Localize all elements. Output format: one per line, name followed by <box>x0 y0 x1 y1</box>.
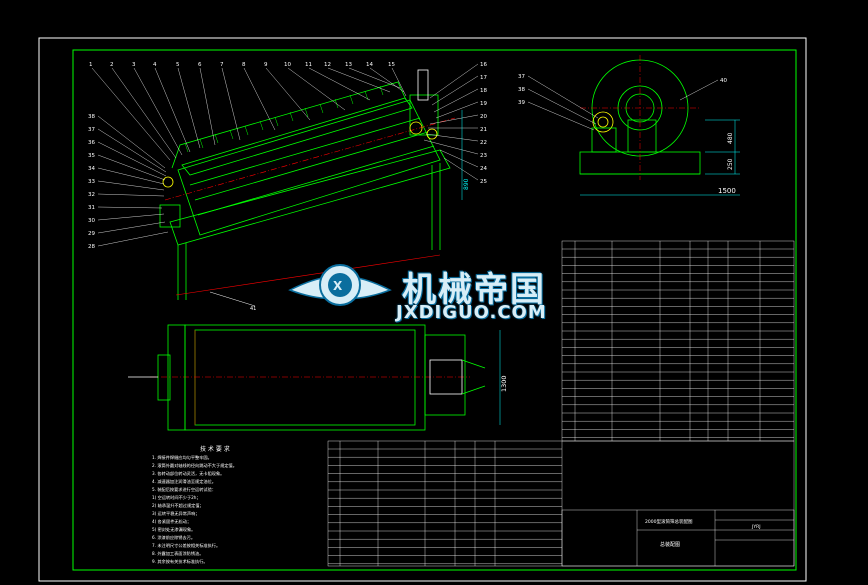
part-label: 15 <box>388 62 395 68</box>
part-label: 35 <box>88 153 95 159</box>
note-line: 2. 滚筒外圆对轴线的径向跳动不大于规定值。 <box>152 463 237 468</box>
note-line: 2) 轴承温升不超过规定值； <box>152 503 204 508</box>
title-block-label: 总装配图 <box>660 541 680 548</box>
part-label: 3 <box>132 62 136 68</box>
part-label: 33 <box>88 179 95 185</box>
part-label: 24 <box>480 166 487 172</box>
parts-list-table <box>561 240 795 442</box>
svg-text:890: 890 <box>463 178 470 190</box>
part-label: 14 <box>366 62 373 68</box>
part-label: 36 <box>88 140 95 146</box>
part-label: 2 <box>110 62 114 68</box>
title-block <box>561 509 795 567</box>
part-label: 11 <box>305 62 312 68</box>
left-part-labels: 38 37 36 35 34 33 32 31 30 29 28 <box>88 114 95 250</box>
leader-lines <box>91 63 479 247</box>
title-block-code: JYRJ <box>751 524 761 530</box>
part-label: 32 <box>88 192 95 198</box>
right-part-labels: 16 17 18 19 20 21 22 23 24 25 <box>480 62 487 185</box>
part-label: 5 <box>176 62 180 68</box>
part-label: 16 <box>480 62 487 68</box>
outer-frame <box>38 37 807 582</box>
note-line: 4. 减速器加注润滑油至规定油位。 <box>152 479 216 484</box>
part-label: 18 <box>480 88 487 94</box>
watermark-brand-cn: 机械帝国 <box>402 270 546 310</box>
svg-text:1300: 1300 <box>500 375 508 392</box>
dim-plan-width: 1300 <box>499 330 508 425</box>
watermark-brand-en: JXDIGUO.COM <box>396 302 547 323</box>
note-line: 5. 装配后按要求进行空运转试验： <box>152 487 216 492</box>
note-line: 8. 外露加工表面涂防锈油。 <box>152 551 204 556</box>
part-label: 25 <box>480 179 487 185</box>
part-label: 4 <box>153 62 157 68</box>
part-label: 20 <box>480 114 487 120</box>
part-label: 6 <box>198 62 202 68</box>
inner-frame <box>72 49 797 571</box>
part-label: 1 <box>89 62 93 68</box>
part-label: 22 <box>480 140 487 146</box>
part-label: 28 <box>88 244 95 250</box>
dim-end-view-h1: 480 <box>727 132 734 144</box>
end-view-labels: 37 38 39 40 <box>518 74 727 106</box>
part-label: 40 <box>720 78 727 84</box>
dim-end-view-h2: 250 <box>727 158 734 170</box>
plan-view <box>128 324 486 431</box>
part-label: 17 <box>480 75 487 81</box>
watermark-logo-icon: X <box>288 264 392 306</box>
part-label: 7 <box>220 62 224 68</box>
dim-end-view-width: 1500 <box>718 187 736 195</box>
end-view <box>579 55 701 180</box>
technical-notes-title: 技 术 要 求 <box>200 446 230 453</box>
bottom-parts-table <box>327 440 795 567</box>
part-label: 23 <box>480 153 487 159</box>
note-line: 7. 未注明尺寸公差按相关标准执行。 <box>152 543 221 548</box>
dim-bottom-label: 41 <box>250 306 256 312</box>
dim-height-left: 890 <box>461 110 470 200</box>
watermark: 机械帝国 JXDIGUO.COM <box>392 262 592 332</box>
part-label: 37 <box>518 74 525 80</box>
note-line: 4) 各紧固件无松动； <box>152 519 192 524</box>
part-label: 10 <box>284 62 291 68</box>
title-block-name: 2000型滚筒筛总装配图 <box>645 518 693 525</box>
note-line: 9. 其余按有关技术标准执行。 <box>152 559 208 564</box>
note-line: 3) 运转平稳无异常声响； <box>152 511 200 516</box>
part-label: 37 <box>88 127 95 133</box>
part-label: 19 <box>480 101 487 107</box>
note-line: 6. 涂漆前应除锈去污。 <box>152 535 196 540</box>
part-label: 39 <box>518 100 525 106</box>
note-line: 5) 密封处无渗漏现象。 <box>152 527 196 532</box>
part-label: 30 <box>88 218 95 224</box>
part-label: 34 <box>88 166 95 172</box>
end-view-dims <box>580 119 740 196</box>
part-label: 38 <box>518 87 525 93</box>
part-label: 21 <box>480 127 487 133</box>
part-label: 9 <box>264 62 268 68</box>
note-line: 1. 焊接件焊缝应均匀平整牢固。 <box>152 455 212 460</box>
svg-text:X: X <box>333 279 343 293</box>
part-label: 8 <box>242 62 246 68</box>
part-label: 13 <box>345 62 352 68</box>
part-label: 29 <box>88 231 95 237</box>
part-label: 31 <box>88 205 95 211</box>
top-part-labels: 1 2 3 4 5 6 7 8 9 10 11 12 13 14 15 <box>89 62 395 68</box>
note-line: 1) 空运转时间不少于2h； <box>152 495 201 500</box>
part-label: 38 <box>88 114 95 120</box>
note-line: 3. 各转动部位转动灵活，无卡阻现象。 <box>152 471 225 476</box>
part-label: 12 <box>324 62 331 68</box>
main-side-view <box>159 69 456 307</box>
